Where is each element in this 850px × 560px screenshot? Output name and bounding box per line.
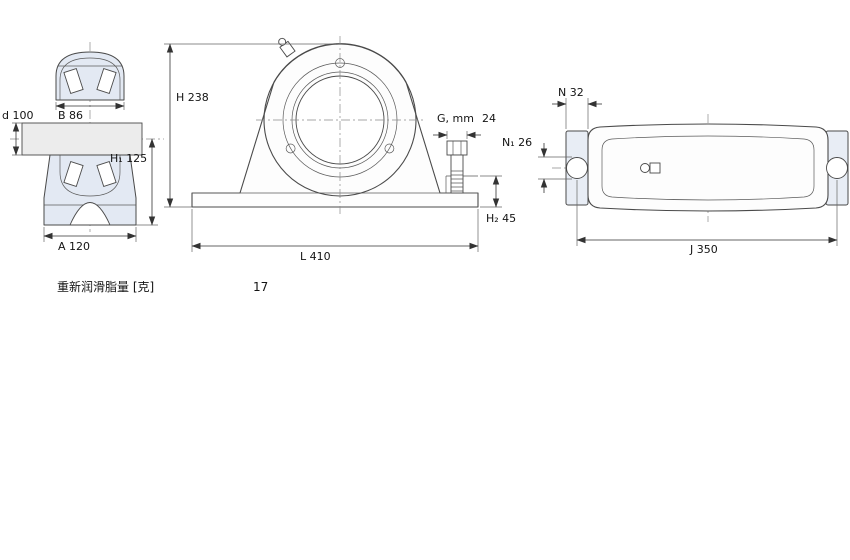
top-housing-inner-outline: [601, 135, 815, 201]
roller-lower-right: [96, 160, 117, 188]
dimension-H1: H₁ 125: [110, 138, 158, 226]
dim-label-H1: H₁ 125: [110, 152, 147, 165]
lower-housing-section: [43, 154, 137, 226]
dim-label-d: d 100: [2, 109, 33, 122]
lug-hole-left: [285, 143, 296, 154]
dimension-J: J 350: [576, 180, 838, 256]
roller-left: [63, 67, 84, 95]
dimension-H: H 238: [164, 43, 336, 208]
dimension-G: G, mm 24: [433, 112, 496, 139]
top-view: N 32 N₁ 26 J 350: [502, 86, 849, 256]
dim-label-B: B 86: [58, 109, 83, 122]
regrease-amount-value: 17: [253, 280, 268, 294]
left-bolt-hole: [566, 157, 588, 179]
dimension-H2: H₂ 45: [480, 175, 516, 225]
attachment-bolt: [446, 140, 468, 194]
dimension-A: A 120: [43, 227, 137, 253]
foot-arch: [69, 202, 111, 226]
upper-bearing-section: [55, 51, 125, 101]
dim-label-N: N 32: [558, 86, 584, 99]
dim-label-L: L 410: [300, 250, 331, 263]
footer-note: 重新润滑脂量 [克] 17: [57, 279, 268, 294]
side-section-view: B 86 d 100 H₁ 125 A 120: [2, 42, 164, 253]
dim-label-G: G, mm: [437, 112, 474, 125]
dimension-L: L 410: [191, 209, 479, 263]
dimension-B: B 86: [55, 102, 125, 122]
dim-label-A: A 120: [58, 240, 90, 253]
dim-label-N1: N₁ 26: [502, 136, 532, 149]
dim-label-H: H 238: [176, 91, 209, 104]
dimension-d: d 100: [2, 109, 33, 156]
dimension-N: N 32: [552, 86, 602, 129]
dim-value-G: 24: [482, 112, 496, 125]
top-housing-outline: [587, 123, 829, 212]
front-view: H 238 G, mm 24 H₂ 45 L 410: [164, 36, 516, 263]
bolt-shank: [450, 154, 464, 194]
shaft-section: [21, 122, 143, 156]
roller-lower-left: [63, 160, 84, 188]
right-bolt-hole: [826, 157, 848, 179]
bolt-head: [446, 140, 468, 156]
lug-hole-right: [384, 143, 395, 154]
grease-nipple: [278, 37, 296, 58]
dim-label-J: J 350: [689, 243, 718, 256]
dimension-N1: N₁ 26: [502, 136, 572, 193]
dim-label-H2: H₂ 45: [486, 212, 516, 225]
top-grease-fitting: [640, 162, 661, 174]
regrease-amount-label: 重新润滑脂量 [克]: [57, 279, 154, 294]
roller-right: [96, 67, 117, 95]
